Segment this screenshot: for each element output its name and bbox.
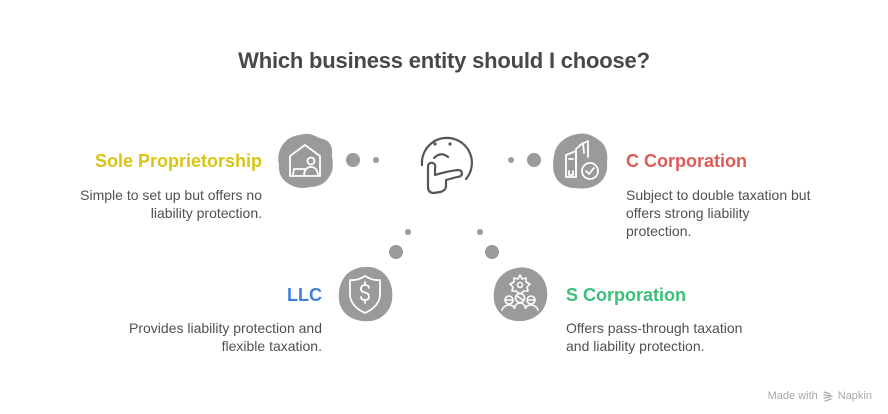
option-blob-llc xyxy=(335,264,395,324)
made-with-napkin-badge[interactable]: Made with Napkin xyxy=(768,390,872,402)
heading-c-corporation: C Corporation xyxy=(626,151,747,171)
desc-llc: Provides liability protection and flexib… xyxy=(129,320,322,354)
buildings-check-icon xyxy=(553,133,608,189)
shield-dollar-icon xyxy=(338,266,393,322)
heading-sole-proprietorship: Sole Proprietorship xyxy=(94,151,262,171)
option-blob-s-corporation xyxy=(490,264,550,324)
desc-s-corporation: Offers pass-through taxation and liabili… xyxy=(566,320,743,354)
option-blob-sole-proprietorship xyxy=(275,131,335,191)
team-gear-icon xyxy=(493,267,548,322)
thinking-face-icon xyxy=(408,123,478,199)
home-office-icon xyxy=(278,133,333,188)
desc-sole-proprietorship: Simple to set up but offers no liability… xyxy=(80,187,262,221)
connector-dot xyxy=(389,245,403,259)
desc-c-corporation: Subject to double taxation but offers st… xyxy=(626,187,811,239)
connector-dot xyxy=(346,153,360,167)
connector-dot xyxy=(405,229,411,235)
footer-prefix: Made with xyxy=(767,390,818,402)
option-blob-c-corporation xyxy=(550,131,610,191)
connector-dot xyxy=(485,245,499,259)
heading-llc: LLC xyxy=(287,285,322,305)
connector-dot xyxy=(373,157,379,163)
connector-dot xyxy=(477,229,483,235)
connector-dot xyxy=(527,153,541,167)
diagram-title: Which business entity should I choose? xyxy=(238,48,650,73)
napkin-logo-icon xyxy=(823,391,833,402)
heading-s-corporation: S Corporation xyxy=(566,285,686,305)
connector-dot xyxy=(508,157,514,163)
footer-brand: Napkin xyxy=(837,390,872,402)
